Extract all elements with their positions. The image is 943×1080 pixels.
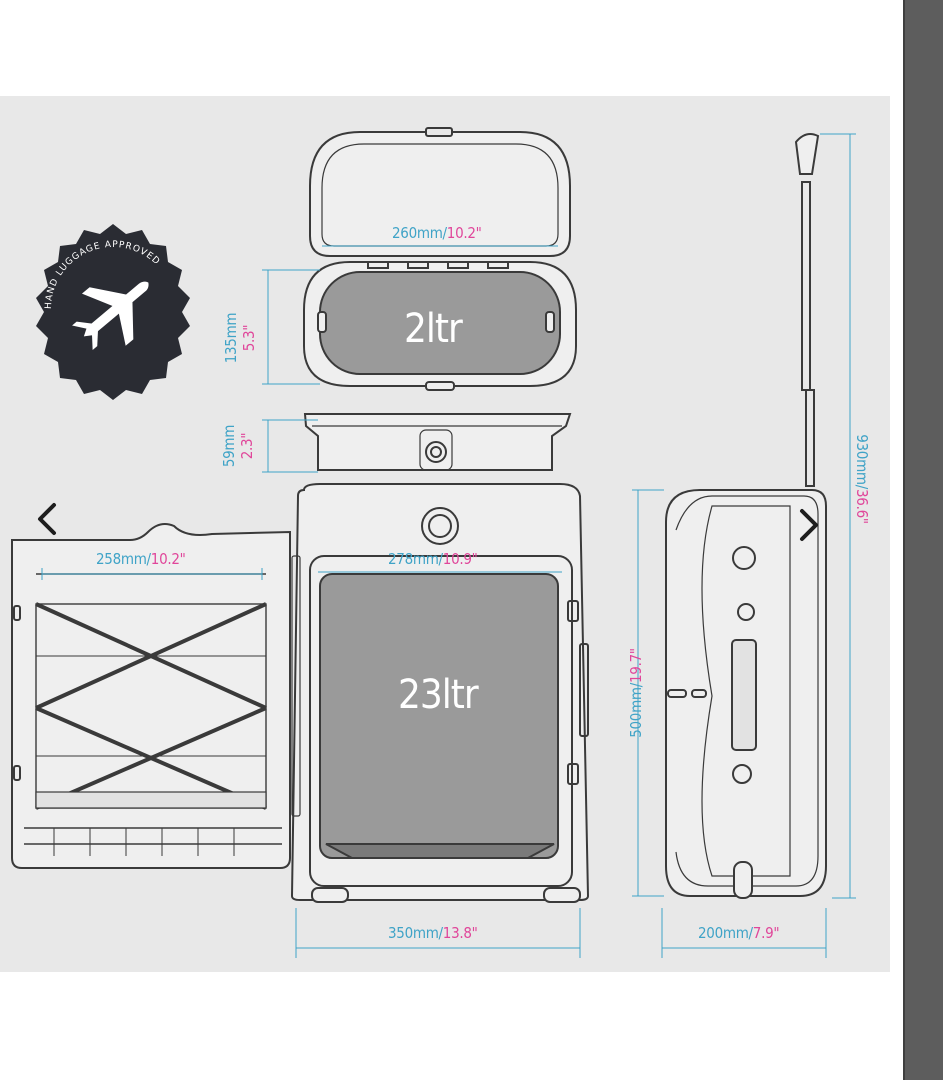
vertical-scrollbar[interactable] <box>903 0 943 1080</box>
hand-luggage-badge: HAND LUGGAGE APPROVED <box>36 224 190 400</box>
body-height-label: 500mm/19.7" <box>627 648 645 738</box>
chevron-right-icon <box>800 509 818 541</box>
previous-image-button[interactable] <box>24 496 70 542</box>
main-width-label: 278mm/10.9" <box>388 550 478 568</box>
base-width-label: 350mm/13.8" <box>388 924 478 942</box>
main-body-drawing <box>290 483 590 903</box>
lid-depth-label: 135mm 5.3" <box>222 312 258 364</box>
top-lid-drawing <box>303 127 577 391</box>
image-viewer: HAND LUGGAGE APPROVED <box>0 96 890 972</box>
door-width-label: 258mm/10.2" <box>96 550 186 568</box>
main-capacity-label: 23ltr <box>398 672 479 718</box>
door-drawing <box>11 523 291 869</box>
lid-width-label: 260mm/10.2" <box>392 224 482 242</box>
side-view-drawing <box>665 133 827 899</box>
scrollbar-edge <box>903 0 905 1080</box>
dimension-lines <box>41 133 856 958</box>
next-image-button[interactable] <box>786 502 832 548</box>
tray-drawing <box>303 413 572 471</box>
top-capacity-label: 2ltr <box>404 306 463 352</box>
tray-depth-label: 59mm 2.3" <box>220 424 256 468</box>
chevron-left-icon <box>38 503 56 535</box>
side-width-label: 200mm/7.9" <box>698 924 780 942</box>
total-height-label: 930mm/36.6" <box>853 434 871 524</box>
airplane-icon <box>72 281 149 350</box>
luggage-diagram: HAND LUGGAGE APPROVED <box>11 127 856 958</box>
